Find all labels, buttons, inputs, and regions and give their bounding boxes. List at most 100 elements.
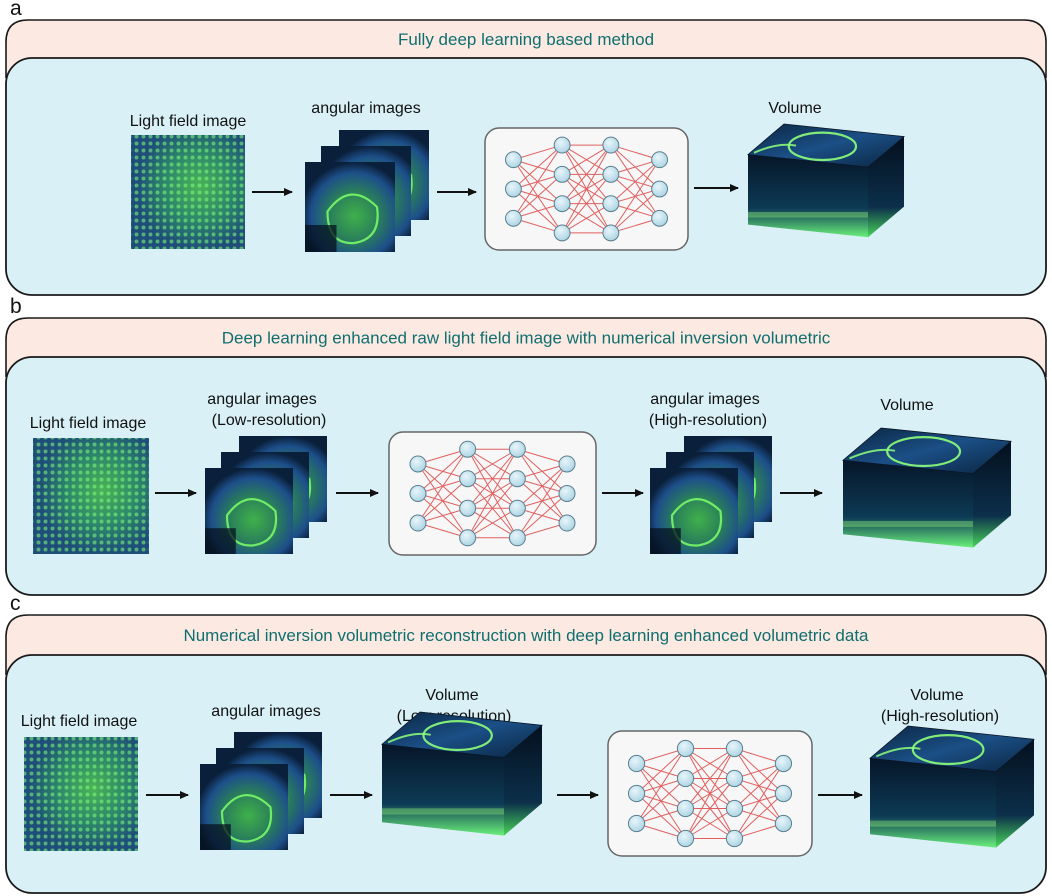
label-angular-images-hr: angular images	[650, 391, 759, 408]
panel-b: Deep learning enhanced raw light field i…	[5, 295, 1047, 596]
membrane-ring	[911, 734, 985, 766]
lf-microlens-grid	[24, 737, 138, 851]
network-node	[725, 829, 744, 848]
volume-side-face	[868, 136, 904, 238]
network-node	[504, 180, 522, 198]
volume-cube	[869, 725, 1035, 848]
membrane-strand	[875, 746, 921, 758]
volume-top-edge	[869, 725, 1035, 773]
network-node	[459, 529, 477, 547]
neural-network-box	[607, 730, 813, 857]
network-node	[602, 165, 620, 183]
label-angular-images: angular images	[311, 100, 420, 117]
network-node	[409, 514, 427, 532]
light-field-image	[24, 737, 138, 851]
network-edge	[610, 159, 660, 205]
network-node	[508, 499, 526, 517]
volume-front-face	[748, 154, 868, 238]
fringe-front	[748, 212, 868, 218]
network-node	[459, 499, 477, 517]
network-node	[651, 151, 669, 169]
volume-top-edge	[842, 427, 1012, 475]
label-volume-lr: Volume	[425, 687, 478, 704]
label-volume: Volume	[880, 397, 933, 414]
network-node	[558, 455, 576, 473]
membrane-ring	[787, 131, 858, 162]
label-high-resolution: (High-resolution)	[881, 708, 999, 725]
network-edge	[467, 507, 518, 539]
network-edge	[734, 763, 784, 839]
dark-corner	[305, 225, 337, 252]
network-edge	[417, 448, 468, 494]
network-edge	[561, 203, 612, 234]
fringe-front	[382, 808, 504, 815]
angular-image-stack	[200, 732, 322, 850]
network-node	[774, 814, 793, 833]
light-field-image	[33, 438, 149, 554]
label-light-field-image: Light field image	[21, 713, 138, 730]
volume-front-face	[870, 758, 996, 848]
dark-corner	[200, 824, 231, 850]
lf-microlens-grid	[33, 438, 149, 554]
network-node	[508, 529, 526, 547]
network-edge	[610, 159, 660, 234]
network-node	[602, 136, 620, 154]
panel-letter: c	[10, 592, 21, 615]
volume-side-face	[504, 725, 542, 836]
network-edge	[685, 748, 735, 779]
network-node	[774, 784, 793, 803]
panel-letter: b	[10, 295, 22, 318]
network-edge	[467, 478, 518, 539]
network-edge	[513, 144, 563, 190]
network-node	[651, 180, 669, 198]
label-high-resolution: (High-resolution)	[649, 412, 767, 429]
label-light-field-image: Light field image	[130, 113, 247, 130]
network-edge	[685, 808, 735, 839]
network-node	[627, 814, 646, 833]
network-edge	[610, 188, 660, 234]
network-edge	[417, 448, 469, 524]
label-volume: Volume	[768, 100, 821, 117]
network-edge	[517, 522, 568, 539]
network-node	[602, 224, 620, 242]
membrane-strand	[387, 732, 432, 744]
network-node	[409, 485, 427, 502]
network-edge	[517, 463, 568, 480]
network-node	[553, 136, 571, 154]
panel-title: Numerical inversion volumetric reconstru…	[183, 626, 869, 645]
network-node	[676, 799, 695, 818]
network-node	[553, 165, 571, 183]
network-node	[602, 195, 620, 213]
network-node	[627, 784, 646, 803]
network-node	[508, 440, 526, 458]
angular-image-stack	[205, 436, 327, 554]
network-edge	[685, 748, 735, 809]
membrane-ring	[422, 720, 493, 752]
network-node	[459, 440, 477, 458]
network-node	[676, 769, 695, 788]
network-node	[409, 455, 427, 473]
volume-top-face	[748, 124, 904, 168]
volume-top-edge	[747, 123, 905, 168]
label-light-field-image: Light field image	[30, 415, 147, 432]
volume-cube	[747, 123, 905, 238]
panel-letter: a	[10, 0, 22, 20]
angular-image-stack	[305, 130, 429, 252]
network-edge	[467, 448, 518, 509]
network-node	[558, 514, 576, 532]
network-edge	[417, 478, 468, 524]
network-edge	[417, 522, 468, 539]
network-edge	[561, 144, 612, 204]
angular-image-tile	[305, 162, 395, 252]
network-node	[676, 739, 695, 758]
network-edge	[610, 217, 660, 234]
panel-title: Fully deep learning based method	[398, 30, 654, 49]
angular-image-tile	[205, 468, 293, 554]
network-edge	[517, 493, 568, 539]
network-node	[774, 754, 793, 773]
fringe-front	[870, 820, 996, 827]
network-edge	[513, 144, 563, 219]
dark-corner	[205, 528, 236, 554]
volume-side-face	[996, 739, 1034, 848]
